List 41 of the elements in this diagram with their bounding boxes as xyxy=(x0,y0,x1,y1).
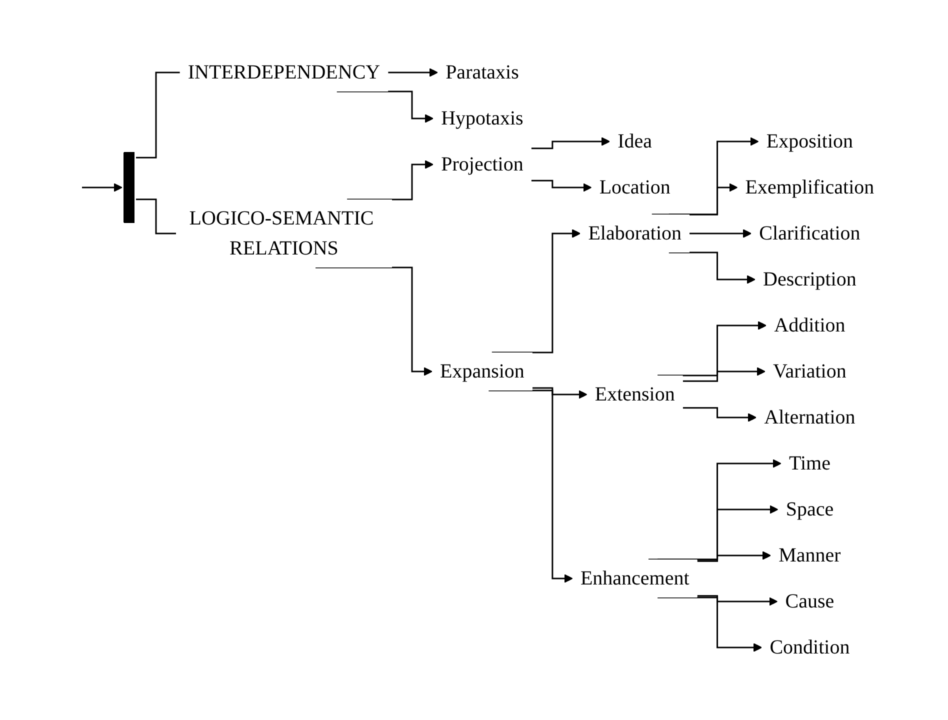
arrow xyxy=(336,90,434,123)
node-text: Alternation xyxy=(764,406,856,428)
arrow xyxy=(532,387,588,399)
arrow xyxy=(652,137,759,216)
node-text: Clarification xyxy=(759,222,860,244)
arrow xyxy=(388,68,438,77)
node-text: Space xyxy=(786,498,834,520)
node-text: Variation xyxy=(772,360,846,382)
node-text: Description xyxy=(762,268,856,290)
node-text: Idea xyxy=(618,130,652,152)
arrow xyxy=(697,551,771,562)
arrow xyxy=(315,266,432,376)
arrow xyxy=(697,595,778,606)
node-text: Exposition xyxy=(766,130,853,152)
node-text: Location xyxy=(599,176,670,198)
arrow xyxy=(682,407,756,422)
connector xyxy=(136,72,181,158)
arrow xyxy=(657,321,766,376)
arrow xyxy=(492,229,581,354)
arrow xyxy=(648,459,782,560)
arrow xyxy=(657,596,762,652)
arrow xyxy=(82,183,122,192)
node-text: Condition xyxy=(770,636,850,658)
connector xyxy=(136,198,177,234)
node-text: Hypotaxis xyxy=(441,108,524,130)
arrow xyxy=(689,229,752,238)
arrow xyxy=(657,505,778,560)
node-text: Manner xyxy=(778,544,841,566)
node-text: Projection xyxy=(441,154,524,176)
node-text: Exemplification xyxy=(745,176,874,198)
arrow xyxy=(668,252,756,284)
arrow xyxy=(668,183,738,216)
node-text: Cause xyxy=(785,590,834,612)
arrow xyxy=(682,367,766,382)
node-text: Parataxis xyxy=(445,62,519,84)
arrow xyxy=(531,137,610,150)
arrow xyxy=(531,180,592,192)
arrow xyxy=(347,160,434,200)
node-text: Addition xyxy=(774,314,846,336)
arrow xyxy=(488,390,573,583)
node-text: Time xyxy=(788,452,830,474)
